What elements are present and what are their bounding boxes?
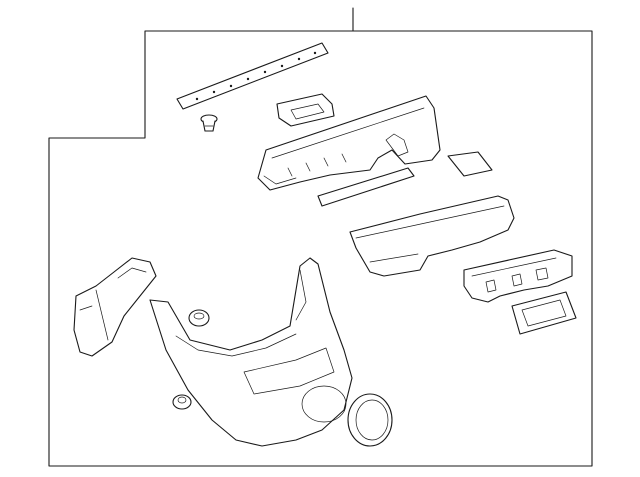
assembly-frame <box>48 30 593 467</box>
grommet-icon <box>188 309 210 327</box>
upper-door-trim-icon <box>257 95 441 191</box>
push-pin-clip-icon <box>200 114 218 132</box>
door-trim-panel-icon <box>149 257 353 447</box>
grommet-icon <box>172 394 192 410</box>
bracket-icon <box>73 257 157 357</box>
handle-bezel-icon <box>511 291 577 335</box>
handle-cup-icon <box>276 93 335 127</box>
molding-strip-icon <box>317 167 415 207</box>
switch-bezel-icon <box>463 249 573 303</box>
speaker-grille-icon <box>347 393 393 447</box>
corner-cap-icon <box>447 151 493 177</box>
armrest-pad-icon <box>349 195 515 277</box>
trim-strip-icon <box>176 42 329 110</box>
